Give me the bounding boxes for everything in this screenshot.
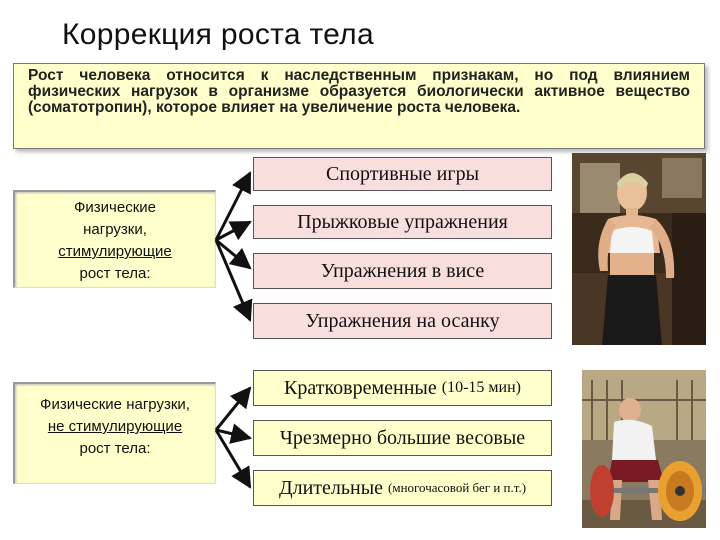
stimulating-label-line3: стимулирующие bbox=[58, 243, 172, 260]
item-jumping-exercises: Прыжковые упражнения bbox=[253, 205, 552, 239]
weightlifter-photo bbox=[582, 370, 706, 528]
item-excessive-weights: Чрезмерно большие весовые bbox=[253, 420, 552, 456]
item-long-duration: Длительные (многочасовой бег и п.т.) bbox=[253, 470, 552, 506]
item-long-duration-note: (многочасовой бег и п.т.) bbox=[388, 480, 527, 495]
arrow-to-jumping bbox=[215, 220, 252, 242]
stimulating-label-line4: рост тела: bbox=[79, 265, 151, 282]
arrow-to-long bbox=[214, 429, 252, 489]
item-posture-exercises: Упражнения на осанку bbox=[253, 303, 552, 339]
arrow-to-posture bbox=[214, 239, 253, 322]
item-short-duration: Кратковременные (10-15 мин) bbox=[253, 370, 552, 406]
item-excessive-weights-main: Чрезмерно большие весовые bbox=[279, 426, 526, 449]
arrow-to-sport-games bbox=[214, 171, 252, 241]
item-sport-games: Спортивные игры bbox=[253, 157, 552, 191]
item-hanging-exercises: Упражнения в висе bbox=[253, 253, 552, 289]
stimulating-label-line1: Физические bbox=[74, 199, 156, 216]
stimulating-label-line2: нагрузки, bbox=[83, 221, 147, 238]
non-stimulating-label-line3: рост тела: bbox=[79, 440, 151, 457]
arrow-to-hanging bbox=[215, 238, 252, 270]
non-stimulating-label: Физические нагрузки, не стимулирующие ро… bbox=[13, 382, 216, 484]
non-stimulating-label-line2: не стимулирующие bbox=[47, 418, 183, 435]
page-title: Коррекция роста тела bbox=[62, 18, 374, 51]
item-short-duration-main: Кратковременные bbox=[284, 376, 437, 399]
intro-text: Рост человека относится к наследственным… bbox=[13, 63, 705, 149]
item-long-duration-main: Длительные bbox=[278, 476, 384, 499]
non-stimulating-label-line1: Физические нагрузки, bbox=[40, 396, 190, 413]
stimulating-label: Физические нагрузки, стимулирующие рост … bbox=[13, 190, 216, 288]
arrow-to-heavy bbox=[215, 423, 253, 444]
athlete-photo bbox=[572, 153, 706, 345]
item-short-duration-note: (10-15 мин) bbox=[441, 379, 521, 396]
arrow-to-short bbox=[214, 386, 252, 431]
